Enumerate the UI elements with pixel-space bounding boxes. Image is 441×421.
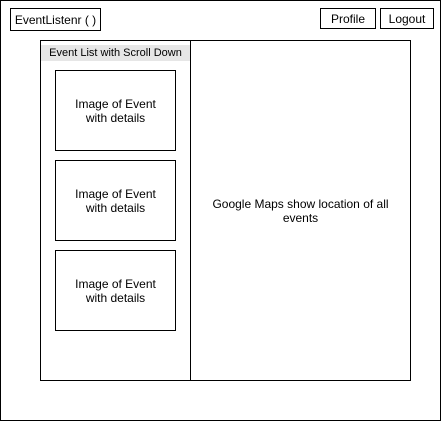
event-card[interactable]: Image of Event with details [55,70,176,151]
event-card-line: Image of Event [75,276,156,291]
event-card-line: Image of Event [75,186,156,201]
map-panel[interactable]: Google Maps show location of all events [191,41,410,380]
map-text-line: events [282,211,319,225]
app-title-text: EventListenr ( ) [14,12,97,27]
map-placeholder-text: Google Maps show location of all events [191,197,410,225]
event-card-label: Image of Event with details [75,97,156,125]
app-title: EventListenr ( ) [10,8,101,31]
logout-button-label: Logout [388,11,426,26]
event-card-line: with details [85,200,146,215]
event-card-line: Image of Event [75,96,156,111]
panel-divider [190,40,191,381]
event-card-line: with details [85,290,146,305]
logout-button[interactable]: Logout [380,8,434,29]
event-card-label: Image of Event with details [75,277,156,305]
event-card[interactable]: Image of Event with details [55,250,176,331]
event-list-title: Event List with Scroll Down [41,45,190,61]
map-text-line: Google Maps show location of all [212,197,389,211]
event-card[interactable]: Image of Event with details [55,160,176,241]
profile-button[interactable]: Profile [320,8,376,29]
event-card-line: with details [85,110,146,125]
event-card-label: Image of Event with details [75,187,156,215]
profile-button-label: Profile [330,11,365,26]
